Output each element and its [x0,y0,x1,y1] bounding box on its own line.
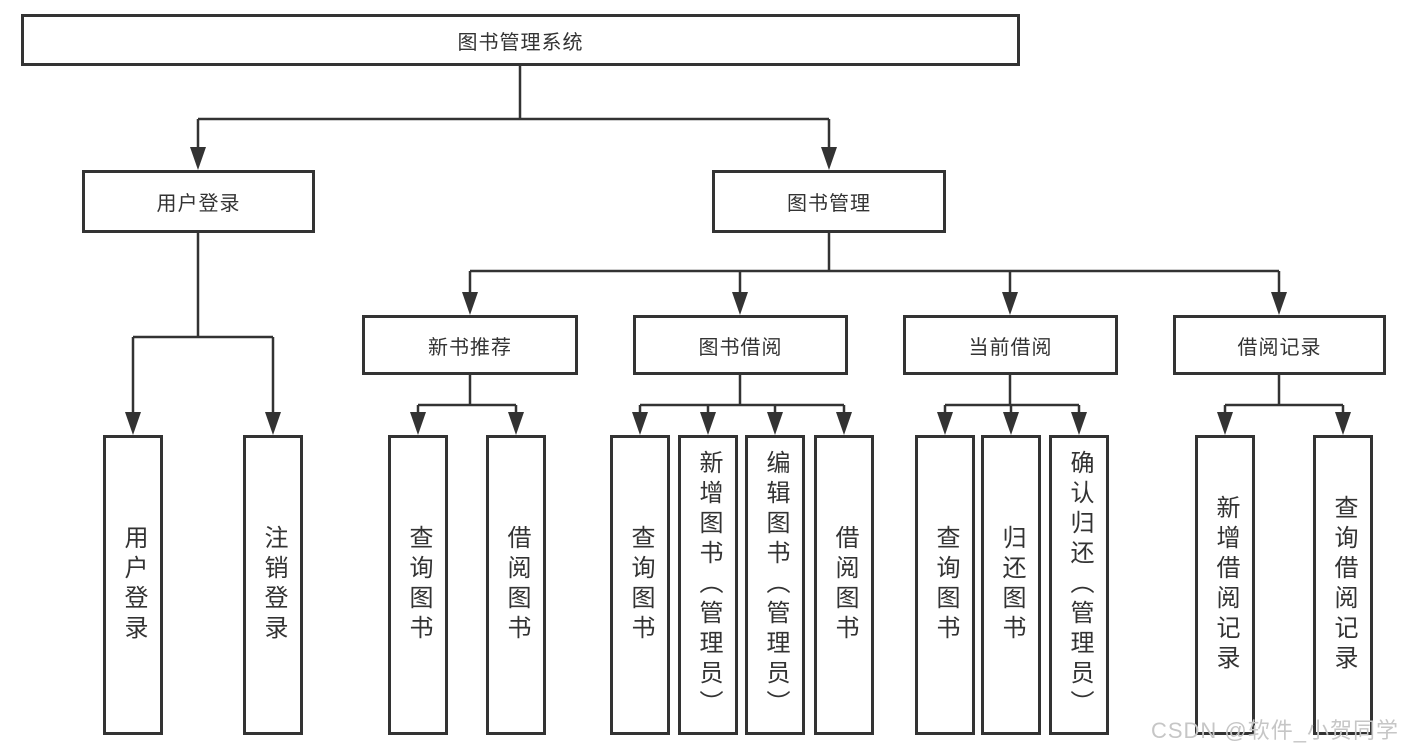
node-label: 查询图书 [405,525,432,645]
node-new-book-recommend: 新书推荐 [362,315,578,375]
node-label: 归还图书 [998,525,1025,645]
node-label: 用户登录 [156,193,241,215]
node-label: 新增借阅记录 [1212,495,1239,675]
node-label: 查询图书 [932,525,959,645]
node-library-management-system: 图书管理系统 [21,14,1020,66]
leaf-confirm-return-admin: 确认归还（管理员） [1049,435,1109,735]
node-label: 图书借阅 [698,336,783,359]
node-book-management: 图书管理 [712,170,946,233]
node-label: 用户登录 [120,525,147,645]
node-book-borrow: 图书借阅 [633,315,848,375]
leaf-add-books-admin: 新增图书（管理员） [678,435,738,735]
leaf-edit-books-admin: 编辑图书（管理员） [745,435,805,735]
leaf-borrow-books-recommend: 借阅图书 [486,435,546,735]
connector-lines [131,66,1345,416]
node-label: 确认归还（管理员） [1066,450,1093,720]
leaf-query-books-borrow: 查询图书 [610,435,670,735]
node-label: 新书推荐 [428,336,512,359]
node-label: 新增图书（管理员） [695,450,722,720]
node-label: 当前借阅 [968,336,1053,359]
node-label: 编辑图书（管理员） [762,450,789,720]
leaf-add-borrow-record: 新增借阅记录 [1195,435,1255,735]
leaf-return-books: 归还图书 [981,435,1041,735]
arrowheads [125,147,1351,435]
node-user-login: 用户登录 [82,170,315,233]
node-label: 借阅记录 [1237,336,1322,359]
node-label: 查询借阅记录 [1330,495,1357,675]
csdn-watermark: CSDN @软件_小贺同学 [1150,718,1399,743]
node-label: 查询图书 [627,525,654,645]
leaf-query-borrow-record: 查询借阅记录 [1313,435,1373,735]
leaf-logout: 注销登录 [243,435,303,735]
node-label: 借阅图书 [503,525,530,645]
node-label: 图书管理 [787,193,871,215]
node-label: 注销登录 [260,525,287,645]
node-label: 借阅图书 [831,525,858,645]
leaf-borrow-books: 借阅图书 [814,435,874,735]
node-borrow-records: 借阅记录 [1173,315,1386,375]
leaf-query-books-recommend: 查询图书 [388,435,448,735]
leaf-query-books-current: 查询图书 [915,435,975,735]
node-current-borrow: 当前借阅 [903,315,1118,375]
leaf-user-login: 用户登录 [103,435,163,735]
node-label: 图书管理系统 [457,31,584,54]
